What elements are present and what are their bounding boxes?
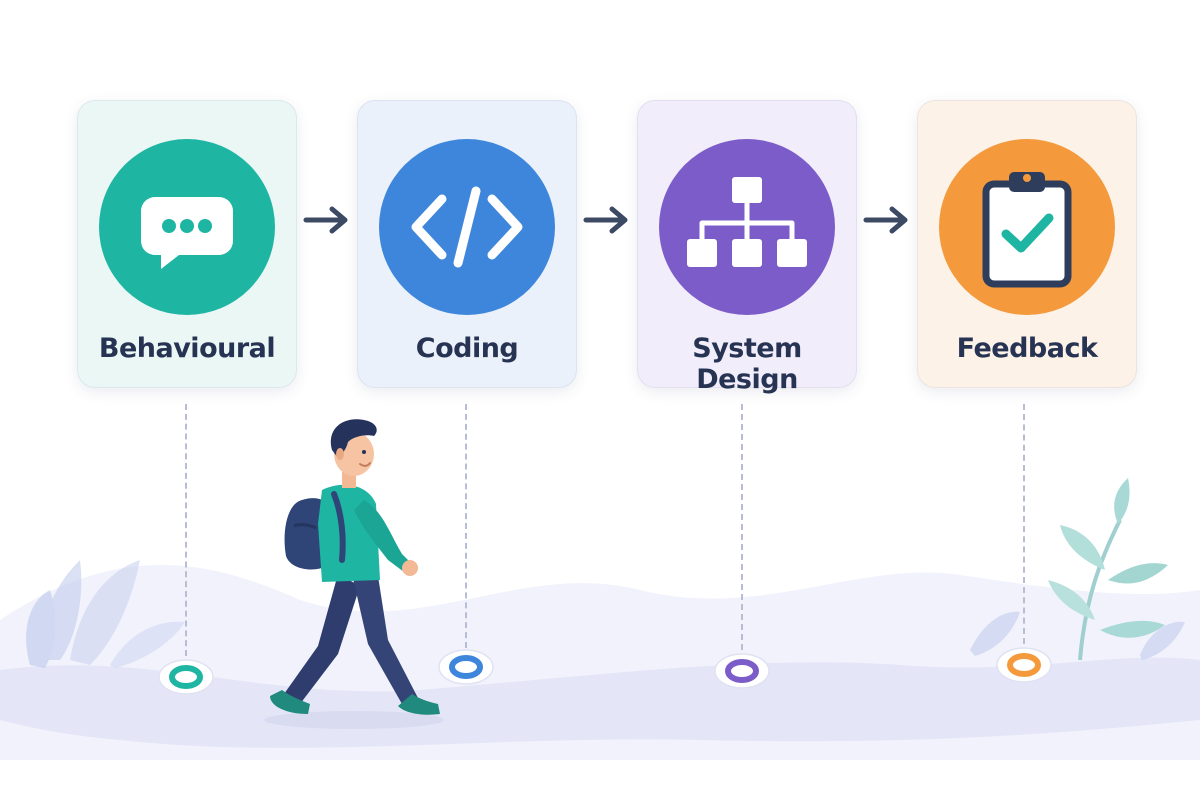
step-label-system-design: System Design [692, 333, 802, 395]
step-card-coding: Coding [357, 100, 577, 388]
code-brackets-icon [411, 186, 523, 268]
behavioural-icon-circle [99, 139, 275, 315]
connector-line-3 [741, 404, 743, 650]
arrow-right-icon-3 [863, 206, 908, 234]
coding-icon-circle [379, 139, 555, 315]
step-card-feedback: Feedback [917, 100, 1137, 388]
step-label-coding: Coding [415, 333, 519, 364]
walking-person-illustration [264, 419, 444, 729]
chat-bubble-icon [141, 197, 233, 269]
step-label-feedback: Feedback [956, 333, 1098, 364]
step-card-behavioural: Behavioural [77, 100, 297, 388]
system-design-icon-circle [659, 139, 835, 315]
step-marker-3 [714, 653, 770, 689]
arrow-right-icon-1 [303, 206, 348, 234]
step-marker-1 [158, 659, 214, 695]
connector-line-2 [465, 404, 467, 648]
hierarchy-icon [687, 177, 807, 267]
right-plant [970, 478, 1185, 661]
connector-line-1 [185, 404, 187, 656]
step-marker-4 [996, 647, 1052, 683]
connector-line-4 [1023, 404, 1025, 644]
left-plant [26, 560, 185, 668]
step-card-system-design: System Design [637, 100, 857, 395]
step-marker-2 [438, 649, 494, 685]
feedback-icon-circle [939, 139, 1115, 315]
step-label-behavioural: Behavioural [98, 333, 276, 364]
arrow-right-icon-2 [583, 206, 628, 234]
clipboard-check-icon [982, 172, 1072, 288]
